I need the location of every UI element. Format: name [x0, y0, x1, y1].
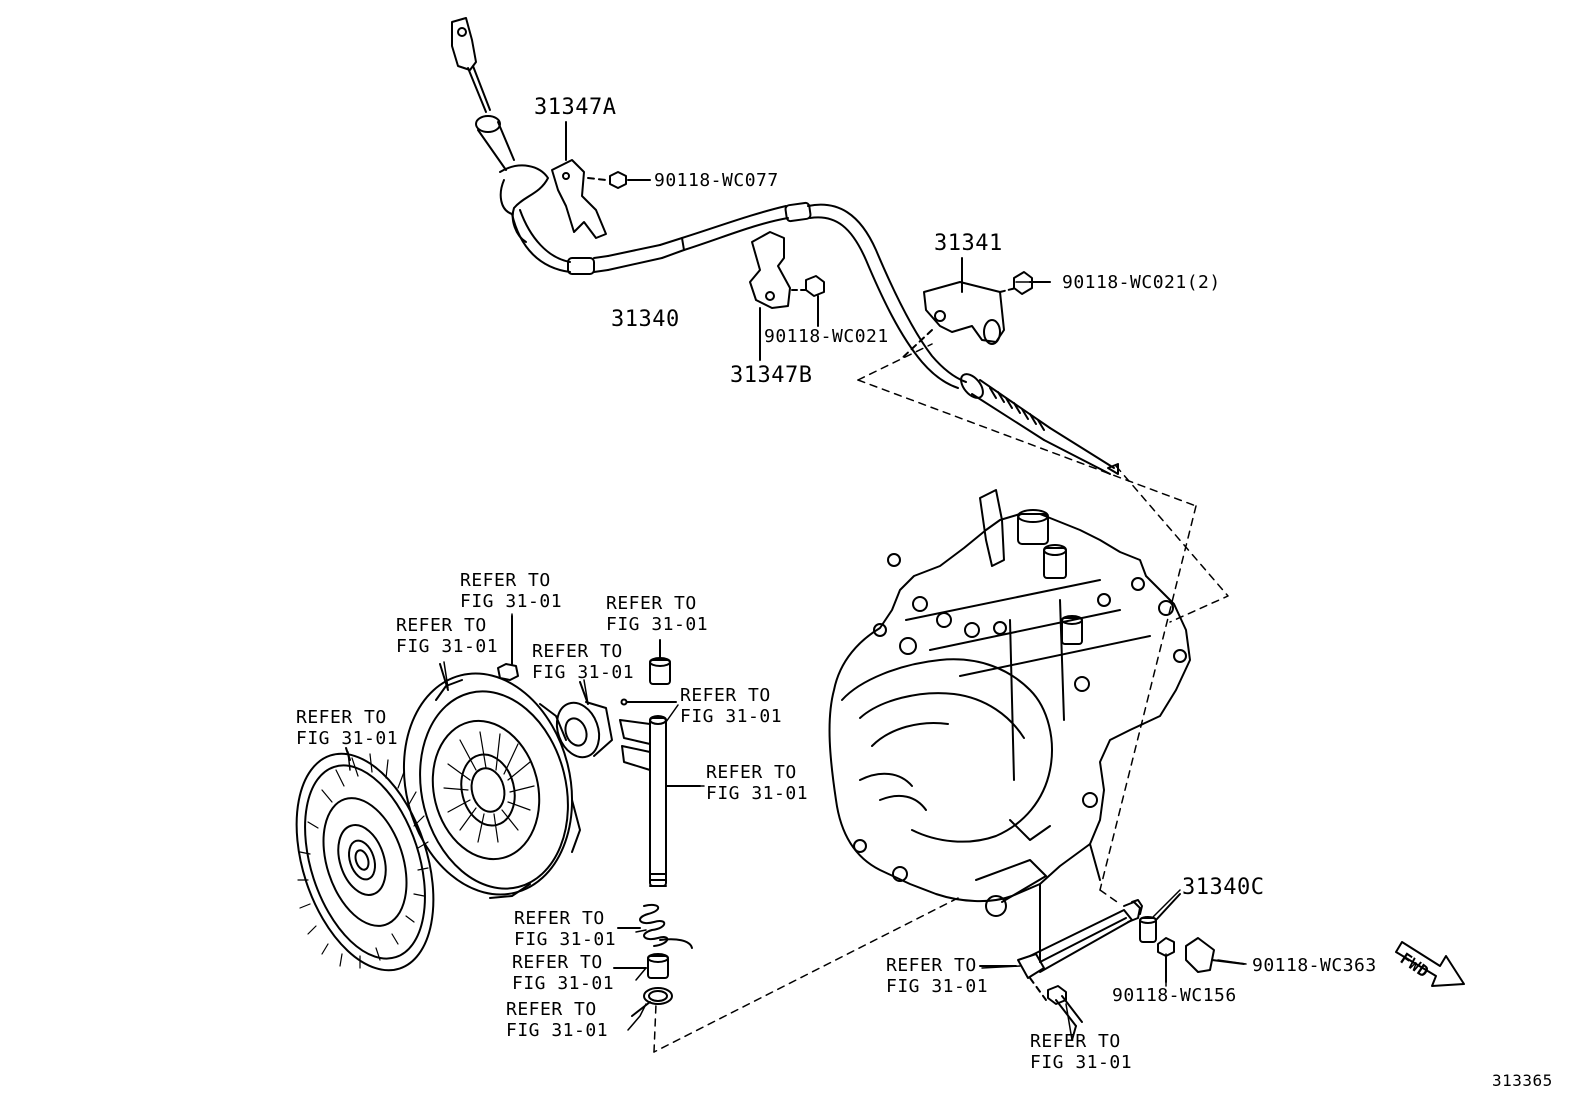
cap-31340c	[1139, 893, 1181, 943]
small-pin	[620, 698, 677, 706]
label-31347a: 31347A	[534, 95, 617, 120]
label-31341: 31341	[934, 231, 1003, 256]
label-31340: 31340	[611, 307, 680, 332]
label-90118-wc021: 90118-WC021	[764, 326, 889, 347]
oil-seal	[631, 987, 673, 1017]
label-90118-wc077: 90118-WC077	[654, 170, 779, 191]
release-bearing	[555, 681, 613, 759]
label-31340c: 31340C	[1182, 875, 1265, 900]
fwd-arrow-icon	[1395, 941, 1465, 987]
transaxle-housing	[828, 489, 1191, 961]
bracket-31347a	[551, 121, 607, 239]
release-fork-shaft	[619, 715, 701, 887]
return-spring	[617, 904, 693, 949]
bushing-bottom	[613, 953, 669, 979]
bolt-90118-wc021	[805, 275, 825, 327]
bracket-31347b	[749, 231, 807, 361]
clutch-pressure-plate	[402, 672, 581, 899]
lever-bolt	[1047, 985, 1083, 1041]
label-90118-wc021-2: 90118-WC021(2)	[1062, 272, 1221, 293]
bolt-90118-wc021-2	[1013, 271, 1051, 295]
clutch-disc	[295, 752, 435, 972]
diagram-code: 313365	[1492, 1071, 1553, 1090]
dashed-reference-lines	[653, 343, 1229, 1053]
label-31347b: 31347B	[730, 363, 813, 388]
bracket-31341	[899, 257, 1017, 361]
clutch-cable	[451, 17, 1119, 475]
label-90118-wc156: 90118-WC156	[1112, 985, 1237, 1006]
leader-lines	[347, 179, 1247, 1041]
part-90118-wc363	[1185, 937, 1245, 973]
label-90118-wc363: 90118-WC363	[1252, 955, 1377, 976]
